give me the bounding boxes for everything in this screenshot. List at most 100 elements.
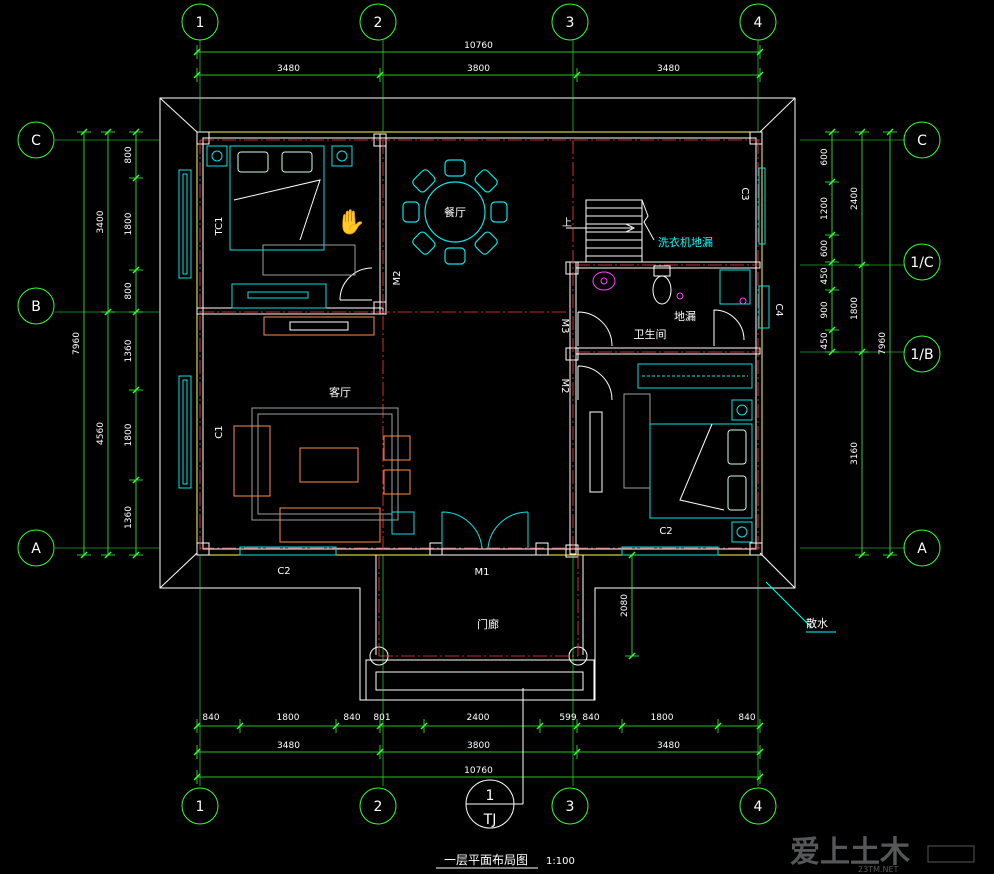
windows (178, 167, 770, 556)
door-m1-left (441, 511, 483, 549)
dim-left-inner: 800 (124, 146, 134, 163)
dim-bottom-segment: 3480 (277, 741, 300, 751)
axis-bubble-right-A: A (917, 541, 927, 557)
dining-chair-icon (490, 201, 508, 223)
dim-bottom-segment: 3800 (467, 741, 490, 751)
coffee-table-icon (299, 447, 359, 483)
label-apron: 散水 (806, 616, 828, 630)
axis-bubble-top-3-circle (551, 3, 589, 41)
side-table-icon (383, 435, 411, 461)
room-label-dining: 餐厅 (444, 205, 466, 219)
label-floor-drain: 地漏 (674, 310, 696, 323)
label-washer-drain: 洗衣机地漏 (658, 235, 713, 249)
axis-bubble-left-B-circle (17, 287, 55, 325)
window-tc1 (178, 169, 192, 279)
sink-icon (592, 271, 616, 291)
axis-bubble-bottom-3-circle (551, 787, 589, 825)
nightstand-icon (731, 521, 753, 543)
wardrobe-icon (637, 363, 753, 389)
apron-leader (765, 581, 836, 633)
washer-drain-icon (739, 297, 747, 305)
label-m2-lower: M2 (559, 379, 570, 394)
dim-porch-depth: 2080 (620, 594, 630, 617)
bathroom-fixtures (592, 265, 751, 346)
dim-bottom-fine: 840 (343, 713, 360, 723)
dining-table-icon (424, 181, 486, 243)
bedroom-upper-furniture (206, 145, 375, 336)
tv-cabinet-icon (263, 316, 375, 336)
dining-chair-icon (474, 169, 498, 193)
axis-bubble-bottom-2: 2 (374, 799, 383, 815)
dim-bottom-fine: 1800 (277, 713, 300, 723)
room-label-bathroom: 卫生间 (634, 327, 667, 341)
dim-left-inner: 1800 (124, 212, 134, 235)
dining-chair-icon (402, 201, 420, 223)
drawing-title: 一层平面布局图 (444, 853, 528, 867)
window-c4 (758, 285, 770, 329)
dim-left-outer: 3400 (96, 210, 106, 233)
shower-icon (713, 309, 745, 346)
washer-icon (719, 269, 751, 305)
dim-top-segment: 3480 (657, 64, 680, 74)
axis-lines (199, 139, 760, 657)
axis-bubble-bottom-3: 3 (566, 799, 575, 815)
axis-bubble-right-C-circle (903, 121, 941, 159)
dim-right-inner: 600 (820, 240, 830, 257)
rug-icon (262, 244, 356, 276)
dim-bottom-fine: 1800 (651, 713, 674, 723)
axis-bubble-top-2-circle (359, 3, 397, 41)
dim-right-inner: 900 (820, 301, 830, 318)
dim-right-mid: 1800 (850, 297, 860, 320)
dim-top-total: 10760 (464, 41, 493, 51)
dim-left-total: 7960 (72, 332, 82, 355)
label-c2-bed: C2 (659, 526, 672, 537)
detail-reference: TJ (483, 812, 497, 828)
axis-bubble-top-1-circle (181, 3, 219, 41)
room-label-porch: 门廊 (477, 617, 499, 631)
dim-left-inner: 1800 (124, 423, 134, 446)
dim-bottom-fine: 840 (738, 713, 755, 723)
window-c3 (758, 167, 766, 245)
axis-bubble-bottom-4-circle (739, 787, 777, 825)
dining-table-set (424, 181, 486, 243)
axis-bubble-top-3: 3 (566, 15, 575, 31)
dim-right-total: 7960 (878, 332, 888, 355)
axis-bubble-bottom-2-circle (359, 787, 397, 825)
dim-bottom-fine: 599 (559, 713, 576, 723)
dining-chair-icon (444, 247, 466, 265)
label-m2-upper: M2 (392, 271, 403, 286)
dim-right-inner: 450 (820, 332, 830, 349)
dining-chair-icon (444, 159, 466, 177)
axis-bubble-top-4-circle (739, 3, 777, 41)
roof-outline (159, 97, 796, 701)
nightstand-icon (331, 145, 353, 167)
living-room-furniture (233, 407, 415, 543)
nightstand-icon (206, 145, 228, 167)
dim-bottom-fine: 2400 (467, 713, 490, 723)
dining-chairs (402, 159, 508, 265)
wardrobe-icon (231, 283, 327, 309)
dim-right-mid: 3160 (850, 442, 860, 465)
rug-icon (623, 393, 651, 489)
desk-icon (589, 411, 603, 493)
dim-right-mid: 2400 (850, 187, 860, 210)
dimension-lines (55, 40, 905, 786)
drawing-scale: 1:100 (546, 856, 575, 867)
axis-bubble-right-1-B: 1/B (910, 347, 933, 363)
label-c2-living: C2 (277, 566, 290, 577)
door-m2-upper (339, 267, 373, 301)
room-label-living: 客厅 (329, 385, 351, 399)
hand-cursor-icon: ✋ (336, 208, 366, 236)
dim-bottom-fine: 801 (373, 713, 390, 723)
door-m2-lower (577, 365, 613, 401)
plant-icon (391, 511, 415, 535)
dim-bottom-total: 10760 (464, 766, 493, 776)
dim-left-inner: 1360 (124, 506, 134, 529)
dim-bottom-segment: 3480 (657, 741, 680, 751)
label-c3: C3 (739, 187, 750, 200)
svg-text:爱上土木: 爱上土木 (790, 835, 910, 870)
label-m3: M3 (559, 319, 570, 334)
dim-top-segment: 3480 (277, 64, 300, 74)
door-m3 (577, 311, 613, 347)
